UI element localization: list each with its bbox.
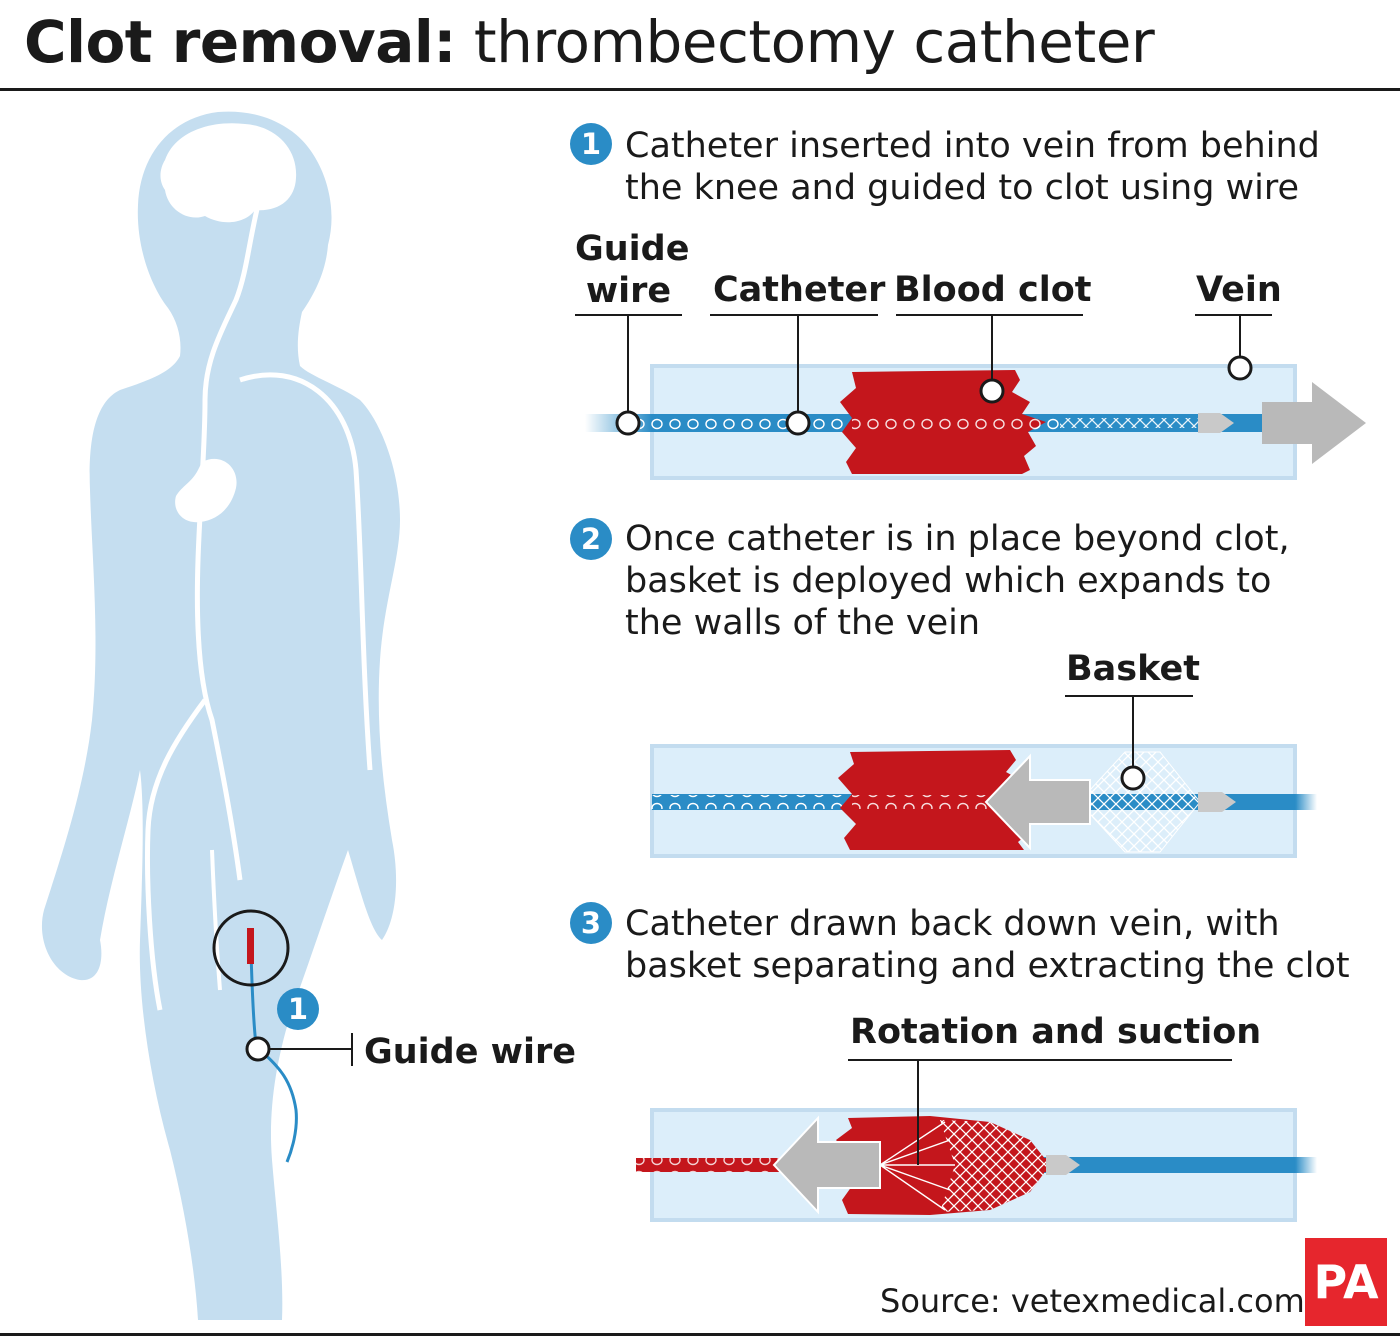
guide-wire-label-line-2: wire	[585, 271, 672, 311]
step-3-text: Catheter drawn back down vein, with bask…	[625, 903, 1385, 987]
guide-wire-label: Guide wire	[575, 228, 690, 312]
body-guide-wire	[248, 929, 298, 1163]
pa-logo: PA	[1305, 1238, 1387, 1326]
body-silhouette	[41, 111, 401, 1320]
step-2-line-3: the walls of the vein	[625, 603, 981, 643]
guide-wire-label-line-1: Guide	[575, 229, 690, 269]
coil-in-clot-2	[852, 795, 992, 809]
catheter-pointer	[785, 410, 811, 436]
vein-label: Vein	[1196, 270, 1282, 310]
catheter-3	[1040, 1157, 1295, 1173]
step-3-badge: 3	[570, 902, 612, 944]
catheter-tail-3	[1295, 1157, 1317, 1173]
guide-wire-pointer	[615, 410, 641, 436]
coil-in-clot-1	[852, 416, 1042, 430]
step-1-text: Catheter inserted into vein from behind …	[625, 125, 1385, 209]
catheter-label: Catheter	[713, 270, 886, 310]
title-rule	[0, 88, 1400, 91]
title-rest: thrombectomy catheter	[473, 8, 1155, 76]
folded-basket-1	[1060, 418, 1200, 428]
step-2-line-2: basket is deployed which expands to	[625, 561, 1272, 601]
basket-pointer	[1120, 765, 1146, 791]
body-illustration	[41, 111, 401, 1320]
page-title: Clot removal: thrombectomy catheter	[24, 6, 1155, 78]
bottom-rule	[0, 1333, 1400, 1336]
catheter-tip-3	[1046, 1155, 1080, 1175]
step-2-text: Once catheter is in place beyond clot, b…	[625, 518, 1385, 644]
title-bold: Clot removal:	[24, 8, 456, 76]
step-1-line-2: the knee and guided to clot using wire	[625, 168, 1300, 208]
clot-location-ring	[212, 909, 290, 987]
direction-arrow-2	[984, 753, 1091, 851]
basket-3	[940, 1120, 1050, 1212]
step-3-line-1: Catheter drawn back down vein, with	[625, 904, 1280, 944]
source-credit: Source: vetexmedical.com	[880, 1282, 1305, 1320]
body-wire-pointer	[245, 1036, 271, 1062]
step-3-line-2: basket separating and extracting the clo…	[625, 946, 1350, 986]
step-1-badge: 1	[570, 123, 612, 165]
spinal-nerve	[194, 189, 265, 881]
rotation-suction-label: Rotation and suction	[850, 1012, 1262, 1052]
stomach-icon	[175, 458, 237, 523]
catheter-tail-2	[1295, 794, 1317, 810]
step-2-badge: 2	[570, 518, 612, 560]
blood-clot-label: Blood clot	[894, 270, 1092, 310]
step-2-line-1: Once catheter is in place beyond clot,	[625, 519, 1290, 559]
vessel-left-leg	[145, 698, 208, 1011]
body-guide-wire-label: Guide wire	[364, 1032, 576, 1072]
vein-pointer	[1227, 355, 1253, 381]
panel-3-diagram	[636, 1059, 1317, 1222]
basket-2	[1089, 751, 1201, 853]
basket-label: Basket	[1066, 649, 1200, 689]
body-clot-marker	[247, 928, 254, 964]
leg-vein	[210, 849, 222, 991]
panel-1-diagram	[585, 364, 1366, 480]
body-step-1-badge: 1	[277, 988, 319, 1030]
direction-arrow-3	[772, 1115, 881, 1215]
panel-2-diagram	[636, 695, 1317, 858]
direction-arrow-1	[1262, 382, 1366, 464]
step-1-line-1: Catheter inserted into vein from behind	[625, 126, 1320, 166]
blood-clot-pointer	[979, 378, 1005, 404]
vessel-right-arm	[239, 372, 373, 771]
catheter-tip-2	[1198, 792, 1236, 812]
catheter-tip-1	[1198, 413, 1234, 433]
panel-1-callouts	[575, 314, 1272, 436]
